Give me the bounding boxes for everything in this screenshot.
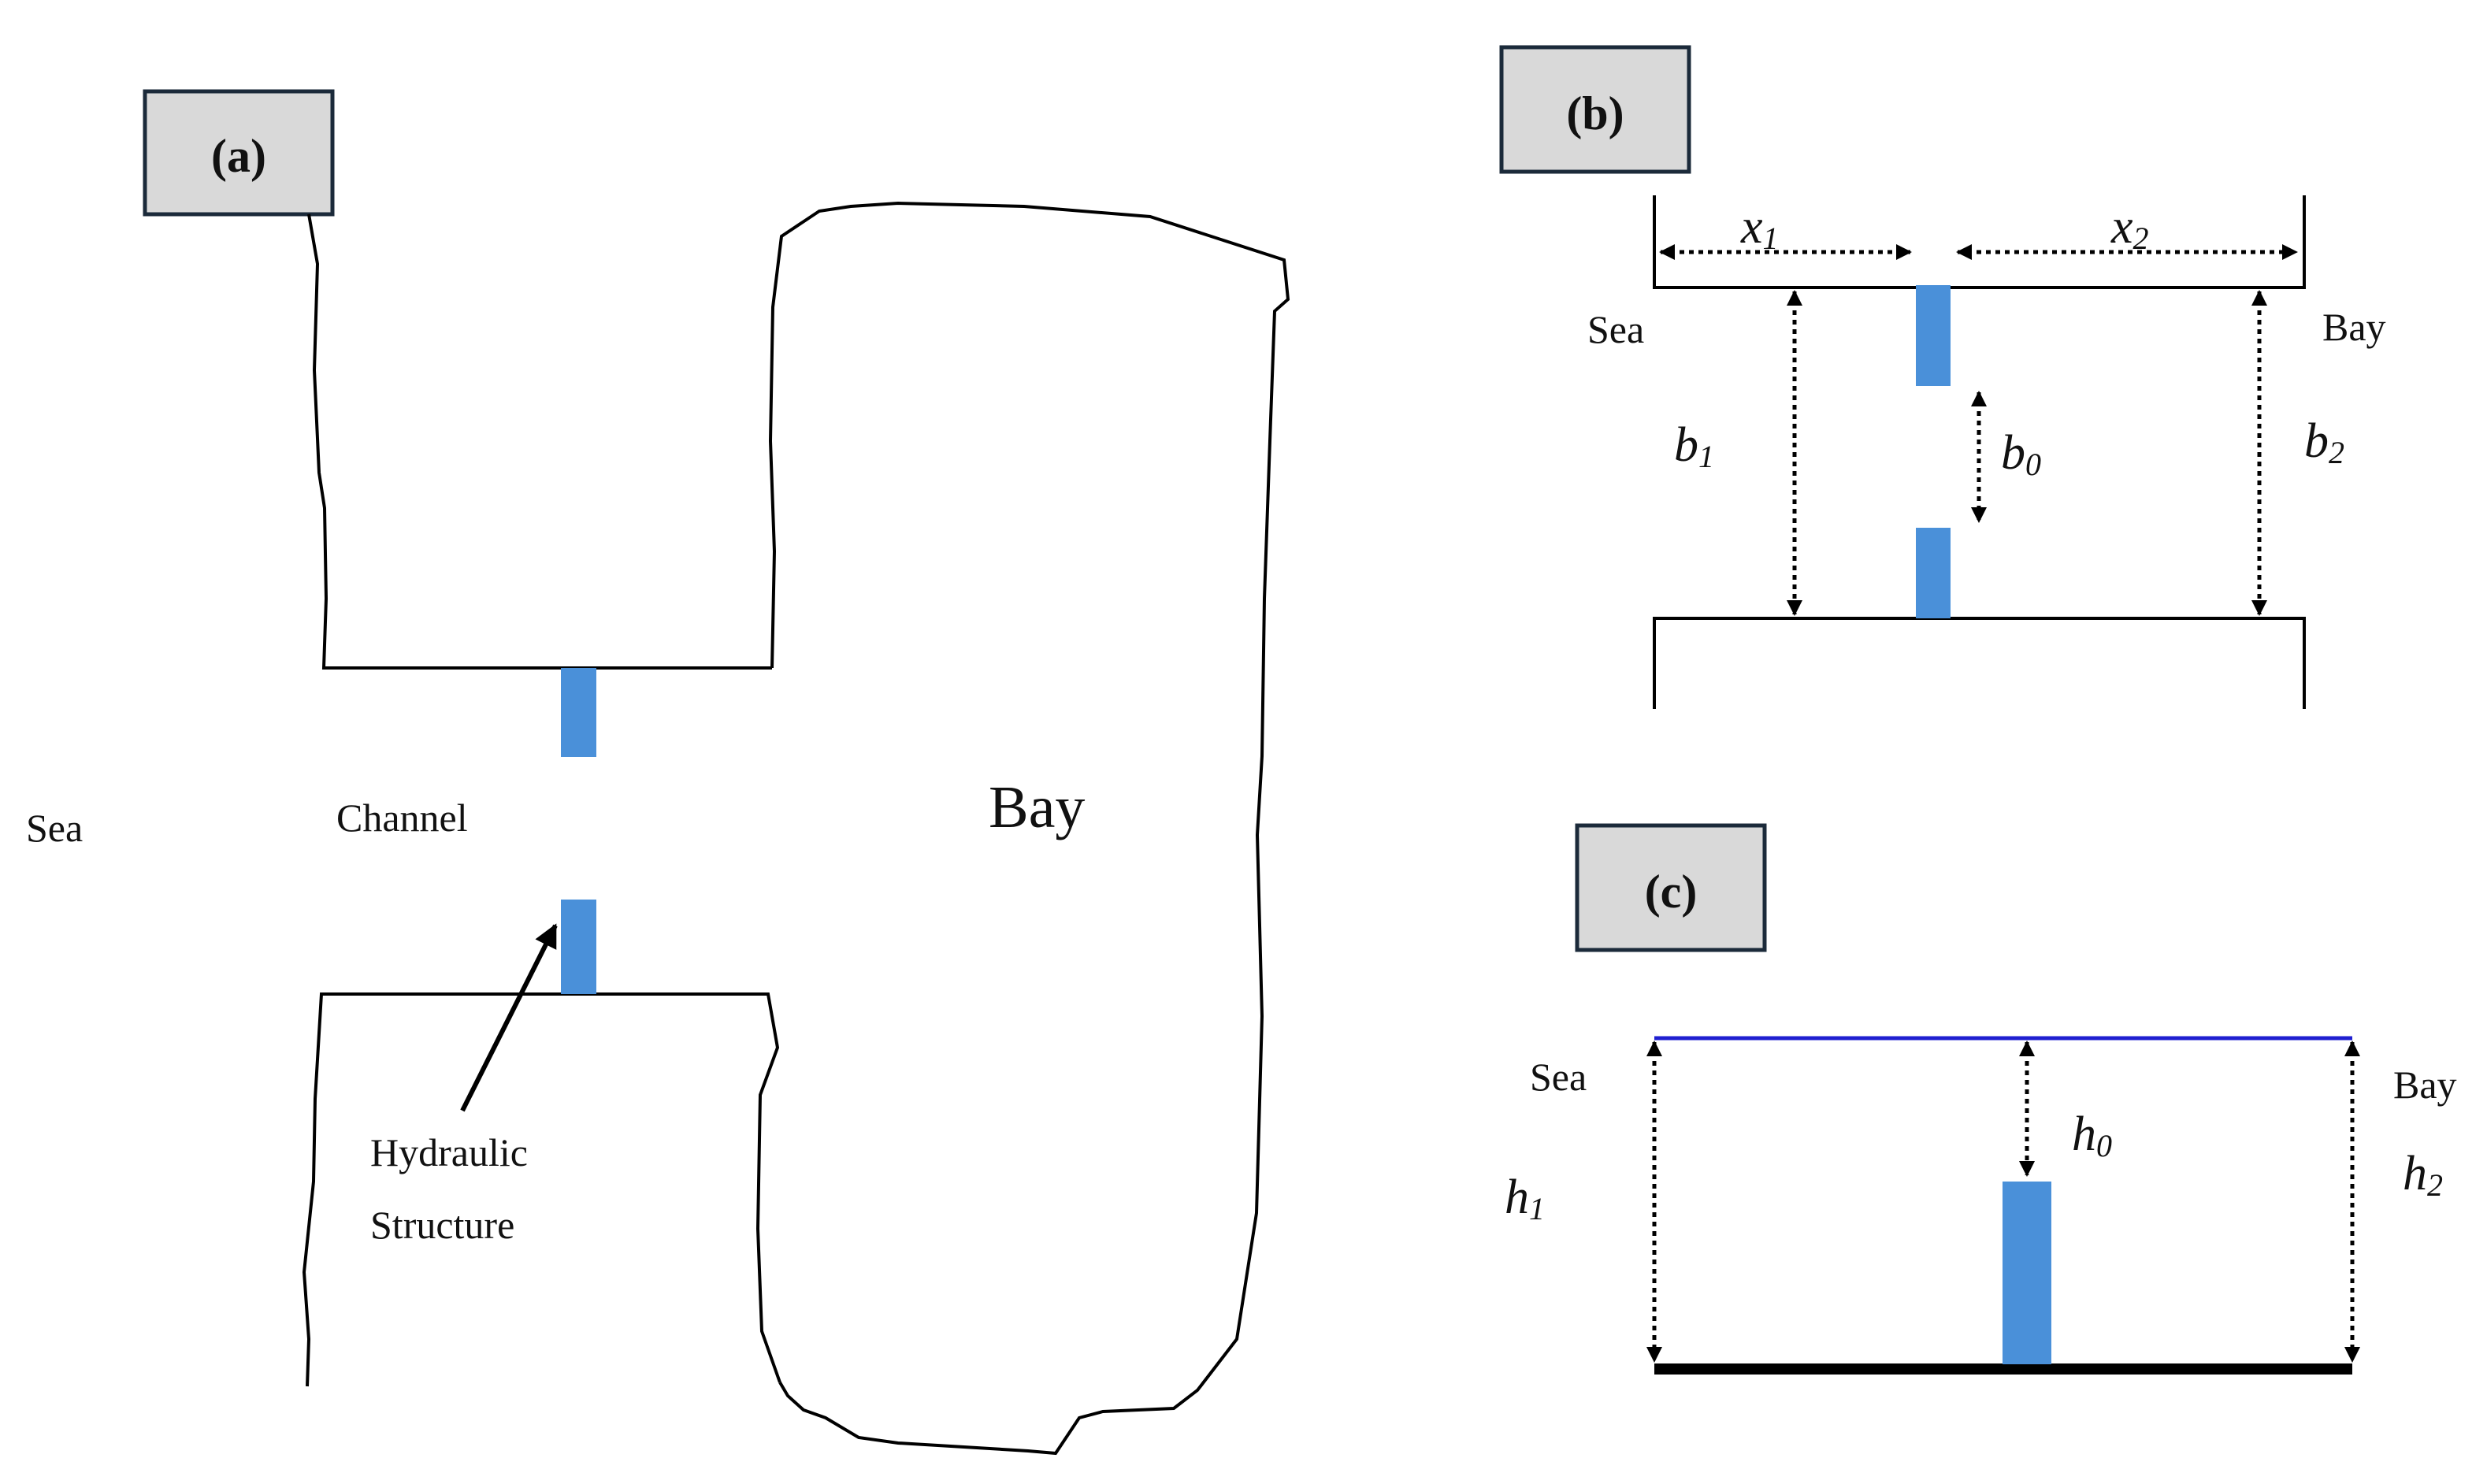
panel-a-label: (a) xyxy=(211,130,266,182)
panel-b-label: (b) xyxy=(1566,87,1624,139)
bay-outline xyxy=(768,201,1290,1456)
upper-coastline xyxy=(307,213,772,670)
plan-top-wall xyxy=(1653,195,2306,289)
structure-pointer-arrow xyxy=(460,923,558,1112)
b2-label: b2 xyxy=(2304,414,2344,470)
panel-a: (a) Sea Channel Bay Hydraulic Structure xyxy=(26,89,1290,1456)
plan-gate-lower xyxy=(1916,528,1951,618)
panel-b-label-box xyxy=(1499,45,1691,174)
channel-label: Channel xyxy=(336,796,468,840)
structure-gate-upper xyxy=(561,668,596,757)
panel-a-label-box xyxy=(143,89,335,217)
structure-label-line1: Hydraulic xyxy=(370,1130,528,1174)
sea-label: Sea xyxy=(26,806,83,850)
h0-label: h0 xyxy=(2072,1107,2112,1163)
h2-label: h2 xyxy=(2403,1147,2443,1203)
plan-gate-upper xyxy=(1916,285,1951,386)
panel-b: (b) Sea Bay x1 x2 b1 b0 b2 xyxy=(1499,45,2386,709)
lower-coastline xyxy=(302,992,781,1387)
structure-gate-lower xyxy=(561,900,596,994)
plan-sea-label: Sea xyxy=(1587,307,1644,351)
x1-label: x1 xyxy=(1740,200,1779,256)
h1-label: h1 xyxy=(1505,1171,1545,1226)
section-sea-label: Sea xyxy=(1530,1055,1587,1099)
bay-label: Bay xyxy=(989,774,1085,840)
plan-bay-label: Bay xyxy=(2322,305,2386,349)
panel-c-label: (c) xyxy=(1645,866,1698,918)
panel-c: (c) Sea Bay h1 h0 h2 xyxy=(1505,823,2457,1375)
plan-bottom-wall xyxy=(1653,617,2306,709)
x2-label: x2 xyxy=(2110,200,2149,256)
b1-label: b1 xyxy=(1674,418,1714,474)
structure-label-line2: Structure xyxy=(370,1203,514,1247)
b0-label: b0 xyxy=(2001,426,2041,482)
section-bay-label: Bay xyxy=(2393,1063,2457,1107)
panel-c-label-box xyxy=(1575,823,1767,952)
weir-structure xyxy=(2003,1182,2051,1364)
